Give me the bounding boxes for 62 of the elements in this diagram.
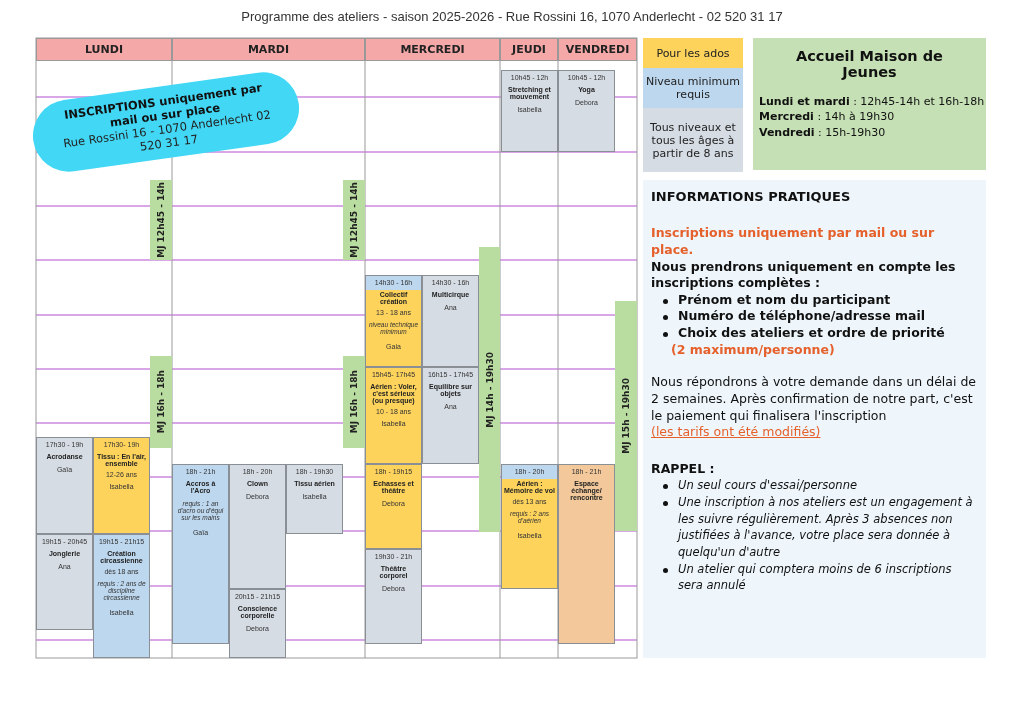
workshop-card <box>229 589 286 658</box>
legend-entry: Pour les ados <box>643 38 743 68</box>
workshop-card <box>365 367 422 464</box>
workshop-card <box>558 70 615 152</box>
opening-hours-bar <box>615 301 637 531</box>
day-header <box>365 38 500 61</box>
hours-text: MJ 16h - 18h <box>349 370 359 434</box>
section-heading: INFORMATIONS PRATIQUES <box>651 188 852 206</box>
highlight-text: (2 maximum/personne) <box>671 341 836 359</box>
hours-text: MJ 15h - 19h30 <box>621 378 631 454</box>
workshop-card <box>501 70 558 152</box>
info-panel <box>643 180 986 658</box>
list-item: Une inscription à nos ateliers est un engagement à les suivre régulièrement. Après 3 absences non justifiées à l'avance, votre place sera donnée à quelqu'un d'autre <box>678 494 974 561</box>
opening-hours-bar <box>343 180 365 260</box>
day-name: MERCREDI <box>400 43 465 56</box>
list-item: Choix des ateliers et ordre de priorité <box>678 325 945 342</box>
list-item: Un seul cours d'essai/personne <box>678 477 857 495</box>
list-item: Un atelier qui comptera moins de 6 inscriptions sera annulé <box>678 560 953 595</box>
opening-hours-panel <box>753 38 986 170</box>
workshop-card <box>558 464 615 644</box>
day-name: LUNDI <box>85 43 123 56</box>
opening-hours-bar <box>343 356 365 448</box>
day-header <box>500 38 558 61</box>
day-header <box>36 38 172 61</box>
day-name: JEUDI <box>512 43 546 56</box>
workshop-card <box>93 437 150 534</box>
opening-hours-bar <box>150 356 172 448</box>
workshop-card <box>365 275 422 367</box>
day-name: MARDI <box>247 43 290 56</box>
list-item: Prénom et nom du participant <box>678 291 891 309</box>
workshop-card <box>36 437 93 534</box>
list-item: Numéro de téléphone/adresse mail <box>678 308 926 326</box>
workshop-card <box>229 464 286 589</box>
workshop-card <box>93 534 150 658</box>
day-name: VENDREDI <box>565 43 630 56</box>
workshop-card <box>365 549 422 644</box>
workshop-card <box>286 464 343 534</box>
hours-text: MJ 12h45 - 14h <box>349 182 359 258</box>
hours-text: MJ 16h - 18h <box>156 370 166 434</box>
workshop-card <box>172 464 229 644</box>
page-title: Programme des ateliers - saison 2025-2026 - Rue Rossini 16, 1070 Anderlecht - 02 520 31 17 <box>240 9 784 24</box>
workshop-card <box>422 275 479 367</box>
workshop-card <box>36 534 93 630</box>
hours-text: MJ 12h45 - 14h <box>156 182 166 258</box>
legend-entry: Tous niveaux et tous les âges à partir de 8 ans <box>643 108 743 172</box>
day-header <box>172 38 365 61</box>
paragraph: Nous prendrons uniquement en compte les inscriptions complètes : <box>651 258 957 292</box>
opening-hours-bar <box>479 247 500 532</box>
section-heading: RAPPEL : <box>651 460 716 478</box>
day-header <box>558 38 637 61</box>
workshop-card <box>365 464 422 549</box>
hours-line: Mercredi : 14h à 19h30 <box>759 109 896 125</box>
legend-entry: Niveau minimum requis <box>643 68 743 108</box>
panel-heading: Accueil Maison de Jeunes <box>795 48 944 80</box>
workshop-card <box>501 464 558 589</box>
link: (les tarifs ont été modifiés) <box>651 424 821 440</box>
paragraph: Nous répondrons à votre demande dans un délai de 2 semaines. Après confirmation de notre part, c'est le paiement qui finalisera l'inscription <box>651 374 978 425</box>
hours-line: Vendredi : 15h-19h30 <box>759 124 887 141</box>
workshop-card <box>422 367 479 464</box>
highlight-text: Inscriptions uniquement par mail ou sur place. <box>651 225 936 259</box>
hours-text: MJ 14h - 19h30 <box>484 351 495 428</box>
opening-hours-bar <box>150 180 172 260</box>
